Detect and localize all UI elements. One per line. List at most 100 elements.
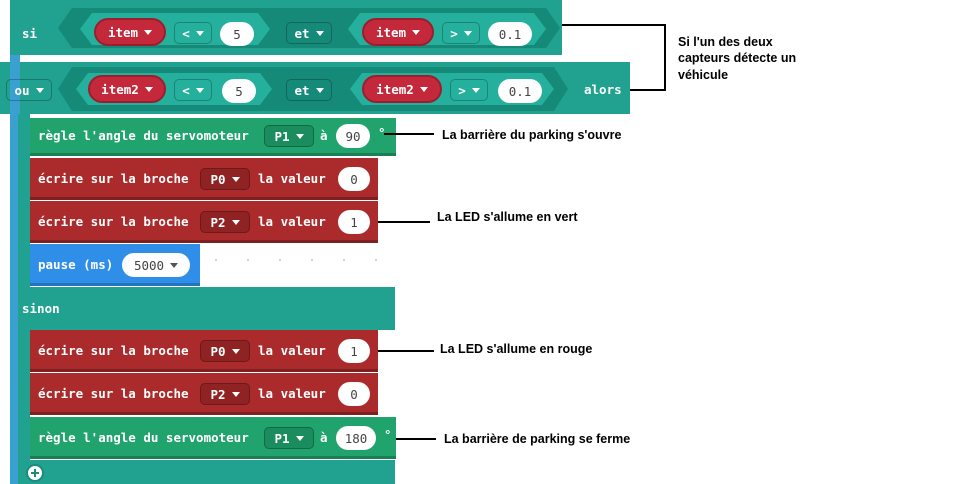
annotation-bracket-bottom bbox=[630, 89, 666, 91]
value-input[interactable]: 0 bbox=[338, 167, 370, 191]
annotation-bracket-vertical bbox=[664, 24, 666, 91]
chevron-down-icon bbox=[231, 391, 240, 397]
operator-dropdown[interactable]: < bbox=[174, 22, 212, 44]
annotation-led-red: La LED s'allume en rouge bbox=[440, 342, 593, 356]
pause-duration-dropdown[interactable]: 5000 bbox=[122, 253, 190, 277]
write-label: écrire sur la broche bbox=[38, 343, 189, 358]
chevron-down-icon bbox=[463, 30, 472, 36]
value-label: la valeur bbox=[258, 343, 326, 358]
plus-icon-vertical bbox=[34, 469, 36, 477]
operator-dropdown[interactable]: > bbox=[442, 22, 480, 44]
pin-dropdown[interactable]: P2 bbox=[200, 383, 250, 405]
chevron-down-icon bbox=[195, 30, 204, 36]
pin-dropdown[interactable]: P1 bbox=[264, 427, 314, 449]
chevron-down-icon bbox=[412, 29, 421, 35]
then-keyword: alors bbox=[584, 82, 622, 97]
to-label: à bbox=[320, 430, 328, 445]
pause-value: 5000 bbox=[133, 257, 165, 273]
operator-dropdown[interactable]: > bbox=[450, 79, 488, 101]
operator-dropdown[interactable]: < bbox=[174, 79, 212, 101]
angle-input[interactable]: 180 bbox=[336, 426, 376, 450]
variable-item-left[interactable]: item bbox=[94, 18, 166, 46]
logic-label: et bbox=[294, 82, 310, 98]
annotation-sensors: Si l'un des deux capteurs détecte un véh… bbox=[678, 35, 797, 82]
chevron-down-icon bbox=[315, 87, 324, 93]
logic-dropdown[interactable]: et bbox=[286, 22, 332, 44]
workspace-grid bbox=[200, 244, 390, 284]
chevron-down-icon bbox=[231, 176, 240, 182]
chevron-down-icon bbox=[170, 262, 179, 268]
variable-item2-right[interactable]: item2 bbox=[362, 75, 442, 103]
degree-label: ° bbox=[384, 427, 392, 442]
else-keyword: sinon bbox=[22, 301, 60, 316]
variable-item2-left[interactable]: item2 bbox=[88, 75, 166, 103]
pin-dropdown[interactable]: P1 bbox=[264, 125, 314, 147]
chevron-down-icon bbox=[295, 435, 304, 441]
chevron-down-icon bbox=[315, 30, 324, 36]
if-block-spine bbox=[10, 55, 20, 484]
chevron-down-icon bbox=[295, 133, 304, 139]
chevron-down-icon bbox=[144, 29, 153, 35]
write-label: écrire sur la broche bbox=[38, 386, 189, 401]
operator-label: < bbox=[182, 25, 190, 41]
chevron-down-icon bbox=[231, 348, 240, 354]
servo-angle-block[interactable]: règle l'angle du servomoteur P1 à 180 ° bbox=[30, 417, 396, 459]
pin-label: P2 bbox=[210, 386, 226, 402]
pause-block[interactable]: pause (ms) 5000 bbox=[30, 244, 200, 286]
logic-dropdown[interactable]: et bbox=[286, 79, 332, 101]
logic-label: et bbox=[294, 25, 310, 41]
servo-label: règle l'angle du servomoteur bbox=[38, 128, 249, 143]
annotation-line bbox=[378, 221, 430, 223]
value-input[interactable]: 5 bbox=[222, 79, 256, 103]
pin-label: P0 bbox=[210, 343, 226, 359]
chevron-down-icon bbox=[231, 219, 240, 225]
pin-label: P0 bbox=[210, 171, 226, 187]
pin-label: P1 bbox=[274, 128, 290, 144]
operator-label: < bbox=[182, 82, 190, 98]
value-input[interactable]: 0.1 bbox=[488, 22, 532, 46]
write-label: écrire sur la broche bbox=[38, 214, 189, 229]
digital-write-block[interactable]: écrire sur la broche P2 la valeur 1 bbox=[30, 201, 378, 243]
pin-label: P2 bbox=[210, 214, 226, 230]
value-input[interactable]: 0 bbox=[338, 382, 370, 406]
pin-dropdown[interactable]: P2 bbox=[200, 211, 250, 233]
add-branch-button[interactable] bbox=[26, 464, 44, 482]
pin-dropdown[interactable]: P0 bbox=[200, 340, 250, 362]
operator-label: > bbox=[450, 25, 458, 41]
or-label: ou bbox=[14, 82, 30, 98]
else-row[interactable] bbox=[18, 287, 395, 330]
if-keyword: si bbox=[22, 26, 38, 41]
write-label: écrire sur la broche bbox=[38, 171, 189, 186]
servo-label: règle l'angle du servomoteur bbox=[38, 430, 249, 445]
servo-angle-block[interactable]: règle l'angle du servomoteur P1 à 90 ° bbox=[30, 118, 396, 156]
value-input[interactable]: 0.1 bbox=[498, 79, 542, 103]
variable-label: item bbox=[107, 24, 139, 40]
value-label: la valeur bbox=[258, 386, 326, 401]
annotation-line bbox=[378, 350, 434, 352]
annotation-barrier-open: La barrière du parking s'ouvre bbox=[442, 128, 622, 142]
value-input[interactable]: 1 bbox=[338, 339, 370, 363]
operator-label: > bbox=[458, 82, 466, 98]
digital-write-block[interactable]: écrire sur la broche P0 la valeur 0 bbox=[30, 158, 378, 200]
if-block-bottom[interactable] bbox=[18, 460, 395, 484]
angle-input[interactable]: 90 bbox=[336, 124, 370, 148]
digital-write-block[interactable]: écrire sur la broche P2 la valeur 0 bbox=[30, 373, 378, 415]
chevron-down-icon bbox=[419, 86, 428, 92]
value-input[interactable]: 1 bbox=[338, 210, 370, 234]
value-input[interactable]: 5 bbox=[220, 22, 254, 46]
variable-item-right[interactable]: item bbox=[362, 18, 434, 46]
digital-write-block[interactable]: écrire sur la broche P0 la valeur 1 bbox=[30, 330, 378, 372]
value-label: la valeur bbox=[258, 171, 326, 186]
chevron-down-icon bbox=[144, 86, 153, 92]
annotation-line bbox=[396, 438, 436, 440]
chevron-down-icon bbox=[195, 87, 204, 93]
degree-label: ° bbox=[378, 125, 386, 140]
variable-label: item bbox=[375, 24, 407, 40]
annotation-barrier-close: La barrière de parking se ferme bbox=[444, 432, 631, 446]
value-label: la valeur bbox=[258, 214, 326, 229]
annotation-line bbox=[384, 133, 434, 135]
pin-dropdown[interactable]: P0 bbox=[200, 168, 250, 190]
or-dropdown[interactable]: ou bbox=[6, 79, 52, 101]
variable-label: item2 bbox=[101, 81, 139, 97]
pause-label: pause (ms) bbox=[38, 257, 114, 272]
